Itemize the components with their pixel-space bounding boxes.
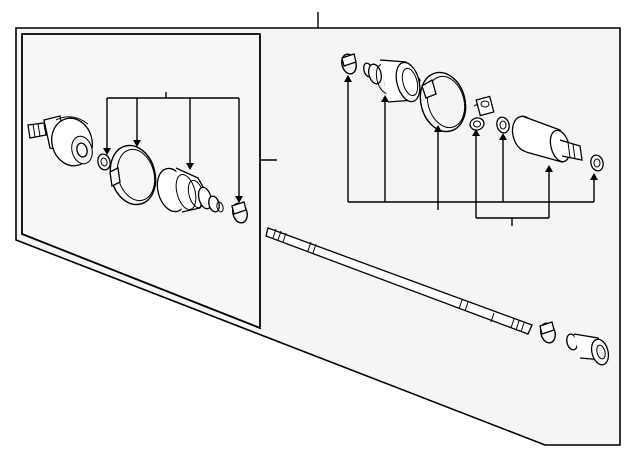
snap-ring-inner [496, 116, 510, 134]
boot-clamp-small [231, 201, 248, 224]
axle-shaft [265, 227, 533, 335]
cv-boot [156, 167, 224, 213]
callout-bracket-right [344, 75, 598, 226]
boot-clamp-large [109, 144, 157, 206]
outer-cv-joint [27, 115, 93, 167]
inner-boot-clamp-large [419, 71, 467, 133]
callout-bracket-left [103, 92, 243, 203]
outer-joint-kit-panel [21, 33, 261, 330]
shaft-end-clip [539, 321, 556, 344]
tripod-joint [473, 95, 495, 117]
snap-ring-left [97, 153, 111, 171]
inner-cv-boot [363, 59, 421, 103]
inner-boot-clamp-small [341, 53, 357, 75]
snap-ring-far-right [590, 154, 604, 172]
inner-cv-housing [511, 115, 583, 163]
shaft-bearing [566, 333, 610, 366]
bearing-ring [469, 117, 485, 131]
